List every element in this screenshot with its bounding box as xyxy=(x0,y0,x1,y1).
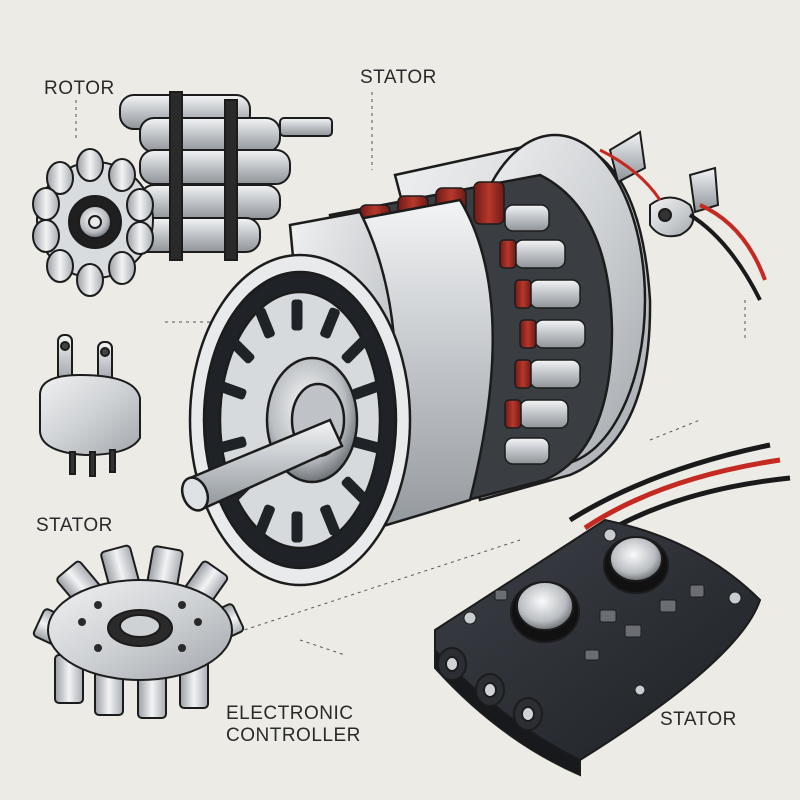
electronic-controller-label-line2: CONTROLLER xyxy=(226,724,361,746)
rotor-label: ROTOR xyxy=(44,78,115,99)
sensor-component-illustration xyxy=(39,334,141,477)
stator-core-illustration xyxy=(32,544,245,719)
leader-lines xyxy=(75,92,746,656)
stator-label-bottom-right: STATOR xyxy=(660,709,737,730)
stator-label-top: STATOR xyxy=(360,67,437,88)
stator-label-left: STATOR xyxy=(36,515,113,536)
connector-illustration xyxy=(599,130,767,301)
main-motor-illustration xyxy=(180,133,652,587)
electronic-controller-label: ELECTRONIC CONTROLLER xyxy=(226,703,361,747)
rotor-illustration xyxy=(32,91,333,297)
electronic-controller-label-line1: ELECTRONIC xyxy=(226,703,354,724)
controller-illustration xyxy=(434,442,791,777)
